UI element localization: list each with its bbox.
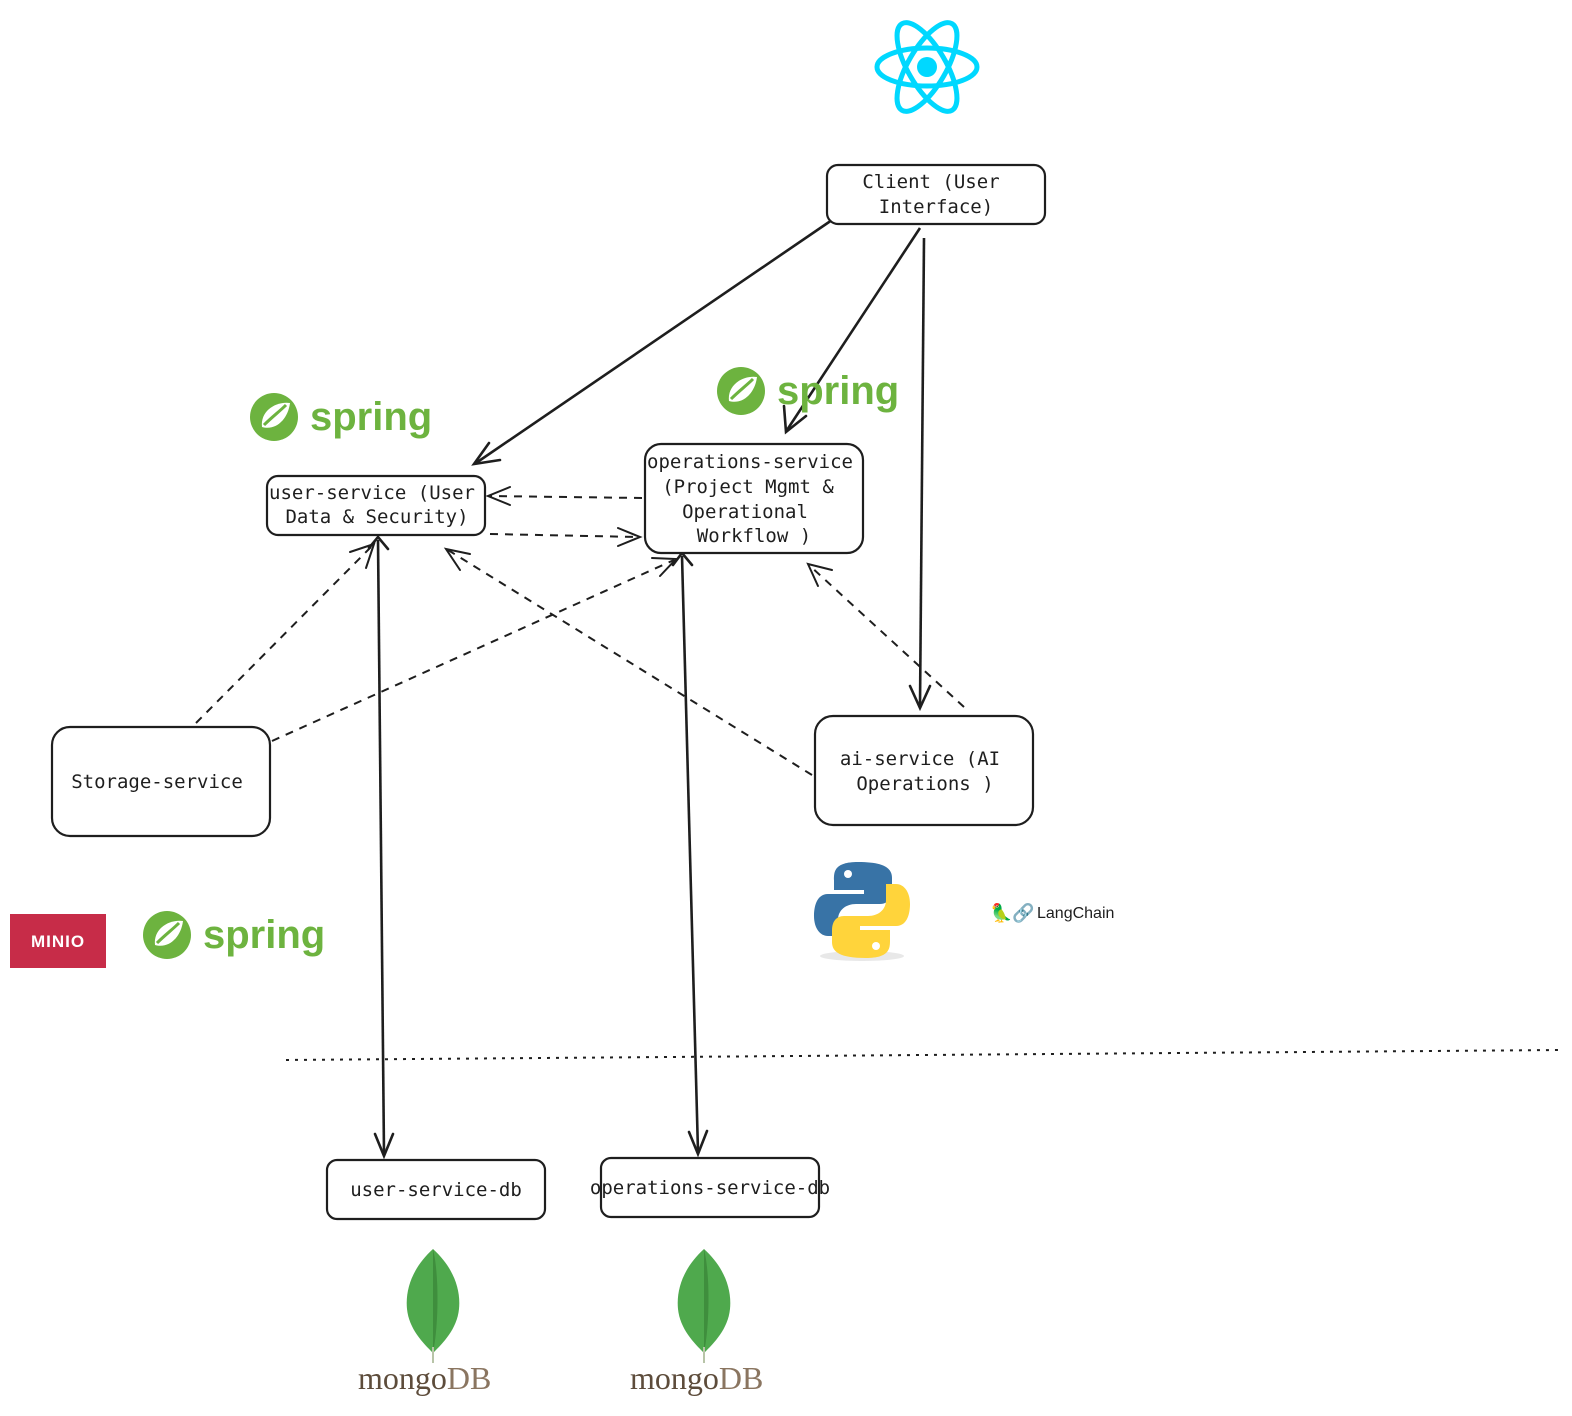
svg-text:mongoDB: mongoDB (358, 1360, 491, 1396)
langchain-emoji: 🦜🔗 (990, 902, 1035, 924)
spring-logo-user-service: spring (250, 393, 432, 441)
spring-label: spring (203, 913, 325, 957)
node-label: Interface) (879, 196, 993, 218)
mongodb-icon (677, 1249, 731, 1363)
node-operations-service-db[interactable]: operations-service-db (590, 1156, 830, 1219)
node-label: ai-service (AI (840, 748, 1000, 770)
edge-ai-to-operations-service (806, 562, 965, 708)
mongodb-logo-right: mongoDB (630, 1249, 763, 1396)
node-ai-service[interactable]: ai-service (AI Operations ) (813, 714, 1035, 827)
mongo-db-label: DB (719, 1360, 763, 1396)
langchain-label: LangChain (1037, 905, 1114, 922)
node-user-service-db[interactable]: user-service-db (325, 1158, 547, 1221)
langchain-icon: 🦜🔗 LangChain (990, 902, 1114, 924)
edge-user-to-operations-service (489, 527, 643, 547)
node-label: user-service (User (269, 482, 475, 504)
spring-icon (250, 393, 298, 441)
edge-ai-to-user-service (443, 547, 813, 776)
node-client[interactable]: Client (User Interface) (825, 163, 1047, 226)
mongo-label: mongo (358, 1360, 447, 1396)
node-label: (Project Mgmt & (662, 476, 834, 498)
edge-user-service-to-db (367, 534, 395, 1160)
minio-label: MINIO (31, 932, 85, 951)
node-label: Storage-service (71, 771, 243, 793)
node-storage-service[interactable]: Storage-service (50, 725, 272, 838)
node-label: operations-service-db (590, 1177, 830, 1199)
node-label: Workflow ) (697, 525, 811, 547)
svg-text:mongoDB: mongoDB (630, 1360, 763, 1396)
node-label: Client (User (862, 171, 999, 193)
python-icon (814, 862, 910, 961)
edge-client-to-operations-service (782, 227, 922, 435)
node-label: Operations ) (856, 773, 993, 795)
edge-client-to-ai-service (908, 237, 932, 712)
edge-storage-to-user-service (195, 542, 376, 724)
spring-label: spring (310, 395, 432, 439)
separator-line (285, 1049, 1561, 1061)
edge-storage-to-operations-service (271, 557, 679, 742)
mongodb-logo-left: mongoDB (358, 1249, 491, 1396)
spring-label: spring (777, 369, 899, 413)
react-icon (874, 20, 980, 114)
mongodb-icon (406, 1249, 460, 1363)
spring-logo-operations-service: spring (717, 367, 899, 415)
node-label: Operational (682, 501, 808, 523)
spring-icon (143, 911, 191, 959)
spring-logo-storage-service: spring (143, 911, 325, 959)
edge-client-to-user-service (471, 218, 833, 466)
edge-operations-service-to-db (671, 550, 709, 1158)
mongo-label: mongo (630, 1360, 719, 1396)
node-user-service[interactable]: user-service (User Data & Security) (265, 474, 487, 537)
node-label: Data & Security) (285, 506, 468, 528)
edge-operations-to-user-service (485, 486, 643, 506)
minio-icon: MINIO (10, 914, 106, 968)
mongo-db-label: DB (447, 1360, 491, 1396)
node-operations-service[interactable]: operations-service (Project Mgmt & Opera… (643, 442, 865, 555)
node-label: operations-service (647, 451, 853, 473)
spring-icon (717, 367, 765, 415)
node-label: user-service-db (350, 1179, 522, 1201)
